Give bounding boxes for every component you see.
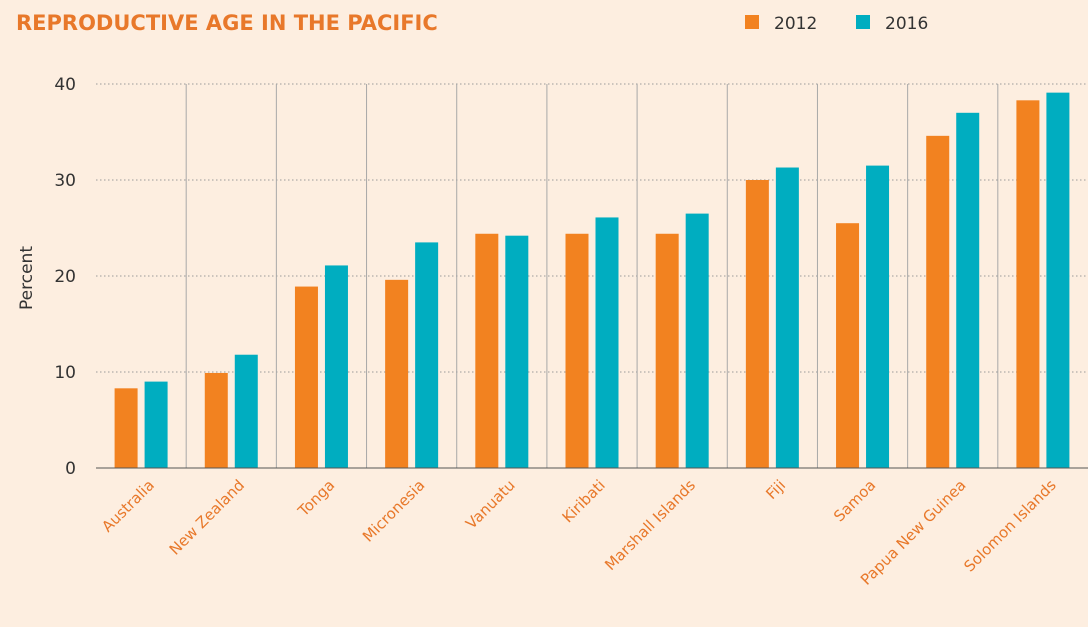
legend: 2012 2016 [745,14,928,34]
x-tick-label: Vanuatu [462,476,518,532]
bar-2016 [595,217,619,468]
y-tick-label: 40 [54,75,76,95]
bar-2016 [866,165,890,468]
bar-2012 [565,233,589,468]
bar-2016 [234,354,258,468]
x-tick-label: Kiribati [559,476,609,526]
gridlines [96,83,1088,373]
legend-label: 2016 [885,14,928,34]
y-tick-label: 10 [54,363,76,383]
bar-2012 [745,180,769,468]
x-tick-label: Solomon Islands [960,476,1060,576]
x-tick-label: Samoa [830,476,879,525]
bar-2012 [294,286,318,468]
bar-2012 [655,233,679,468]
x-tick-label: New Zealand [166,476,248,558]
bar-2012 [836,223,860,468]
x-tick-label: Marshall Islands [601,476,699,574]
x-tick-label: Australia [98,476,158,536]
legend-label: 2012 [774,14,817,34]
bar-2012 [385,279,409,468]
bar-2012 [114,388,138,468]
bar-2016 [956,112,980,469]
chart-title: REPRODUCTIVE AGE IN THE PACIFIC [16,11,438,35]
bar-2012 [926,135,950,468]
y-tick-label: 30 [54,171,76,191]
legend-swatch [856,15,870,29]
bar-2016 [144,381,168,468]
y-tick-label: 0 [65,459,76,479]
x-tick-label: Fiji [762,476,789,503]
y-tick-label: 20 [54,267,76,287]
category-separators [185,84,999,468]
x-tick-label: Micronesia [359,476,428,545]
bar-2016 [505,235,529,468]
bar-2016 [775,167,799,468]
bar-2016 [685,213,709,468]
legend-swatch [745,15,759,29]
bars [114,92,1070,469]
bar-2016 [415,242,439,468]
bar-2012 [204,372,228,468]
y-axis-label: Percent [17,246,37,310]
bar-2016 [324,265,348,468]
bar-2012 [475,233,499,468]
bar-2016 [1046,92,1070,468]
x-tick-label: Tonga [294,476,339,521]
bar-2012 [1016,100,1040,468]
y-tick-labels: 0 10 20 30 40 [54,75,76,479]
